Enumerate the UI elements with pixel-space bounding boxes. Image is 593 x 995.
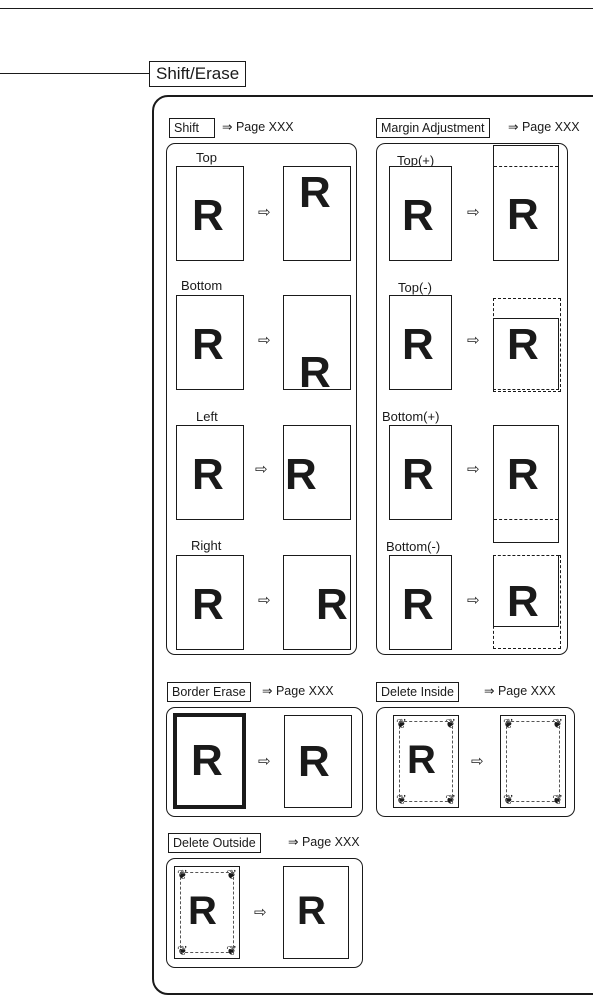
margin-label-top-minus: Top(-)	[398, 280, 432, 296]
margin-bottom-plus-original-page: R	[389, 425, 452, 520]
letter-r: R	[507, 193, 539, 237]
letter-r: R	[299, 351, 331, 390]
letter-r: R	[402, 453, 434, 497]
shift-page-ref: ⇒ Page XXX	[222, 119, 294, 135]
ref-arrow-icon: ⇒	[484, 684, 494, 698]
letter-r: R	[192, 194, 224, 238]
letter-r: R	[297, 891, 326, 931]
letter-r: R	[507, 580, 539, 624]
margin-top-plus-result-page: R	[493, 145, 559, 261]
delete-inside-header: Delete Inside	[376, 682, 459, 702]
margin-dashed-line	[494, 166, 558, 167]
letter-r: R	[188, 891, 217, 931]
delete-inside-page-ref: ⇒ Page XXX	[484, 683, 556, 699]
border-erase-page-ref: ⇒ Page XXX	[262, 683, 334, 699]
arrow-icon: ⇨	[255, 462, 268, 478]
section-title: Shift/Erase	[149, 61, 246, 87]
delete-outside-page-ref: ⇒ Page XXX	[288, 834, 360, 850]
margin-top-plus-original-page: R	[389, 166, 452, 261]
page-ref-text: Page XXX	[276, 684, 334, 698]
margin-bottom-minus-result-page: R	[493, 555, 559, 627]
shift-header: Shift	[169, 118, 215, 138]
delete-inside-original-page: ❦ ❦ ❦ ❦ R	[393, 715, 459, 808]
arrow-icon: ⇨	[467, 593, 480, 609]
ref-arrow-icon: ⇒	[288, 835, 298, 849]
shift-label-top: Top	[196, 150, 217, 166]
shift-label-left: Left	[196, 409, 218, 425]
arrow-icon: ⇨	[471, 754, 484, 770]
delete-outside-result-page: R	[283, 866, 349, 959]
margin-bottom-plus-result-page: R	[493, 425, 559, 543]
margin-page-ref: ⇒ Page XXX	[508, 119, 580, 135]
margin-top-minus-original-page: R	[389, 295, 452, 390]
page-ref-text: Page XXX	[236, 120, 294, 134]
letter-r: R	[507, 323, 539, 367]
ref-arrow-icon: ⇒	[222, 120, 232, 134]
border-erase-header: Border Erase	[167, 682, 251, 702]
arrow-icon: ⇨	[258, 754, 271, 770]
letter-r: R	[507, 453, 539, 497]
letter-r: R	[407, 740, 436, 780]
shift-label-bottom: Bottom	[181, 278, 222, 294]
shift-bottom-result-page: R	[283, 295, 351, 390]
letter-r: R	[402, 583, 434, 627]
arrow-icon: ⇨	[467, 462, 480, 478]
shift-top-original-page: R	[176, 166, 244, 261]
delete-inside-result-page: ❦ ❦ ❦ ❦	[500, 715, 566, 808]
border-erase-original-page: R	[173, 713, 246, 809]
top-rule	[0, 8, 593, 9]
margin-bottom-minus-original-page: R	[389, 555, 452, 650]
shift-bottom-original-page: R	[176, 295, 244, 390]
shift-right-result-page: R	[283, 555, 351, 650]
margin-top-minus-result-page: R	[493, 318, 559, 390]
letter-r: R	[192, 583, 224, 627]
letter-r: R	[192, 323, 224, 367]
ref-arrow-icon: ⇒	[508, 120, 518, 134]
letter-r: R	[402, 194, 434, 238]
arrow-icon: ⇨	[467, 205, 480, 221]
arrow-icon: ⇨	[258, 593, 271, 609]
arrow-icon: ⇨	[467, 333, 480, 349]
margin-label-bottom-plus: Bottom(+)	[382, 409, 439, 425]
page-ref-text: Page XXX	[302, 835, 360, 849]
title-leader-line	[0, 73, 150, 74]
delete-outside-original-page: ❦ ❦ ❦ ❦ R	[174, 866, 240, 959]
letter-r: R	[402, 323, 434, 367]
ornament-dashed-border	[506, 721, 560, 802]
delete-outside-header: Delete Outside	[168, 833, 261, 853]
shift-right-original-page: R	[176, 555, 244, 650]
arrow-icon: ⇨	[254, 905, 267, 921]
page-ref-text: Page XXX	[522, 120, 580, 134]
letter-r: R	[299, 171, 331, 215]
margin-header: Margin Adjustment	[376, 118, 490, 138]
shift-left-original-page: R	[176, 425, 244, 520]
ref-arrow-icon: ⇒	[262, 684, 272, 698]
shift-label-right: Right	[191, 538, 221, 554]
page-ref-text: Page XXX	[498, 684, 556, 698]
letter-r: R	[298, 740, 330, 784]
shift-left-result-page: R	[283, 425, 351, 520]
margin-dashed-line	[494, 519, 558, 520]
arrow-icon: ⇨	[258, 205, 271, 221]
margin-label-bottom-minus: Bottom(-)	[386, 539, 440, 555]
shift-top-result-page: R	[283, 166, 351, 261]
border-erase-result-page: R	[284, 715, 352, 808]
letter-r: R	[285, 453, 317, 497]
arrow-icon: ⇨	[258, 333, 271, 349]
letter-r: R	[191, 739, 223, 783]
letter-r: R	[316, 583, 348, 627]
letter-r: R	[192, 453, 224, 497]
